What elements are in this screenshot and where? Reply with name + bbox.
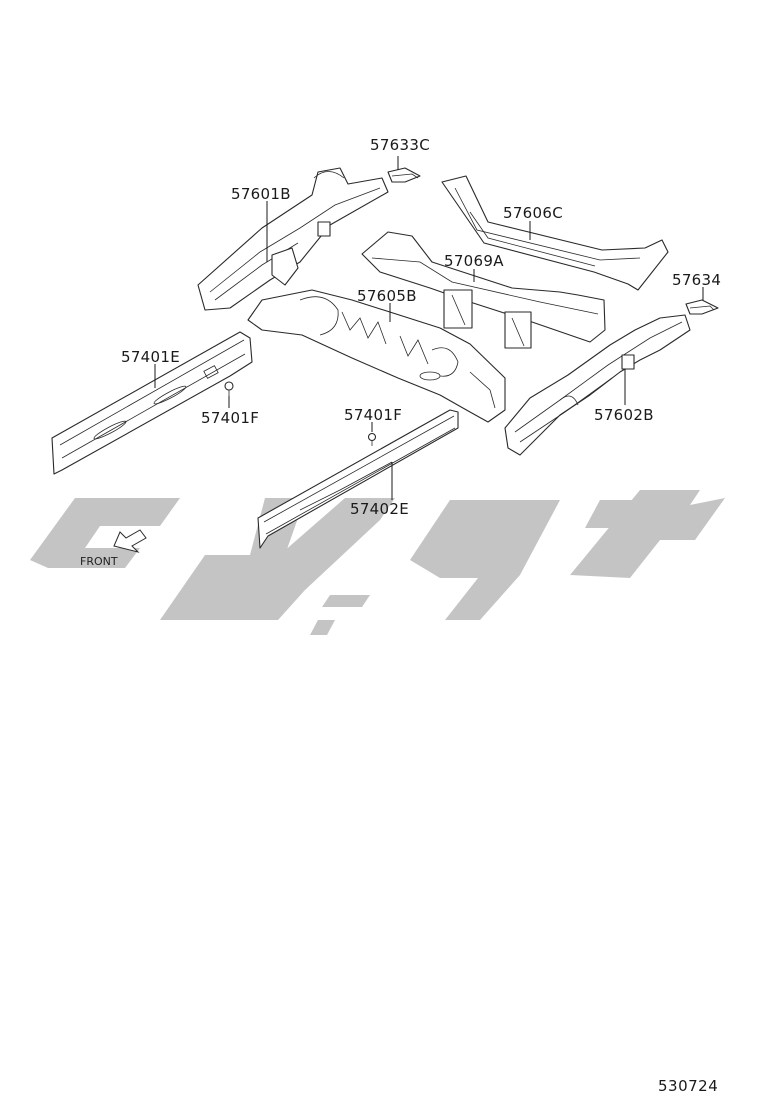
label-57402E: 57402E xyxy=(350,500,409,518)
label-57606C: 57606C xyxy=(503,204,563,222)
part-57402E[interactable] xyxy=(257,409,459,549)
part-57401F-left[interactable] xyxy=(224,381,234,396)
part-57633C[interactable] xyxy=(387,167,421,183)
diagram-code: 530724 xyxy=(658,1077,719,1095)
watermark-logo xyxy=(30,490,725,635)
label-57605B: 57605B xyxy=(357,287,417,305)
part-57401E[interactable] xyxy=(51,331,253,475)
label-57602B: 57602B xyxy=(594,406,654,424)
part-57605B[interactable] xyxy=(247,289,506,423)
part-57601B[interactable] xyxy=(197,167,389,311)
front-indicator: FRONT xyxy=(80,529,147,568)
part-57401F-center[interactable] xyxy=(367,432,377,447)
part-57069A[interactable] xyxy=(361,231,606,349)
leader-lines xyxy=(154,156,704,500)
part-57602B[interactable] xyxy=(504,314,691,456)
front-arrow-icon xyxy=(113,529,147,553)
label-57633C: 57633C xyxy=(370,136,430,154)
label-57401E: 57401E xyxy=(121,348,180,366)
label-57401F-center: 57401F xyxy=(344,406,402,424)
part-57606C[interactable] xyxy=(441,175,669,291)
part-57634[interactable] xyxy=(685,299,719,315)
label-57634: 57634 xyxy=(672,271,721,289)
label-57401F-left: 57401F xyxy=(201,409,259,427)
label-57069A: 57069A xyxy=(444,252,504,270)
front-label: FRONT xyxy=(80,555,118,568)
label-57601B: 57601B xyxy=(231,185,291,203)
